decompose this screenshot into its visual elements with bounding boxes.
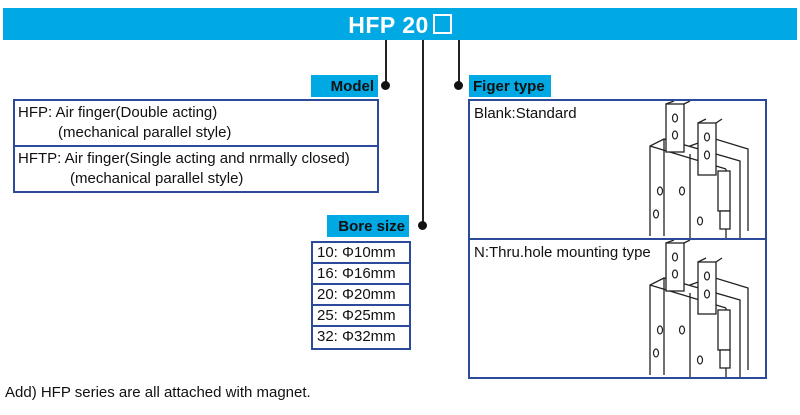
model-table: HFP: Air finger(Double acting) (mechanic… [13, 99, 379, 193]
finger-connector-line [458, 40, 460, 86]
model-option-text: HFP: Air finger(Double acting) [18, 104, 218, 121]
finger-option-text: Blank:Standard [474, 105, 577, 122]
bore-size-table: 10: Φ10mm 16: Φ16mm 20: Φ20mm 25: Φ25mm … [311, 241, 411, 350]
finger-dot [454, 81, 463, 90]
model-option-hfp: HFP: Air finger(Double acting) (mechanic… [15, 101, 377, 147]
bore-row: 16: Φ16mm [313, 264, 409, 285]
bore-row: 10: Φ10mm [313, 243, 409, 264]
title-text: HFP 20 [348, 12, 429, 38]
bore-dot [418, 221, 427, 230]
finger-option-thru-hole: N:Thru.hole mounting type [470, 240, 765, 377]
bore-row: 32: Φ32mm [317, 328, 396, 345]
model-dot [381, 81, 390, 90]
bore-connector-line [422, 40, 424, 226]
model-option-text: HFTP: Air finger(Single acting and nrmal… [18, 150, 350, 167]
bore-row: 25: Φ25mm [313, 306, 409, 327]
option-placeholder-box [432, 14, 452, 34]
bore-row: 20: Φ20mm [313, 285, 409, 306]
bore-size-label: Bore size [327, 215, 409, 237]
model-option-hftp: HFTP: Air finger(Single acting and nrmal… [15, 147, 377, 191]
finger-type-table: Blank:Standard N:Thru.hole moun [468, 99, 767, 379]
title-banner: HFP 20 [3, 8, 797, 40]
finger-type-label: Figer type [469, 75, 551, 97]
gripper-thru-hole-illustration [649, 240, 749, 377]
model-option-subtext: (mechanical parallel style) [58, 124, 232, 141]
gripper-standard-illustration [649, 101, 749, 238]
finger-option-standard: Blank:Standard [470, 101, 765, 240]
model-code-title: HFP 20 [3, 12, 797, 39]
finger-option-text: N:Thru.hole mounting type [474, 244, 651, 261]
model-connector-line [385, 40, 387, 86]
footnote: Add) HFP series are all attached with ma… [5, 384, 311, 401]
model-label: Model [311, 75, 378, 97]
model-option-subtext: (mechanical parallel style) [70, 170, 244, 187]
